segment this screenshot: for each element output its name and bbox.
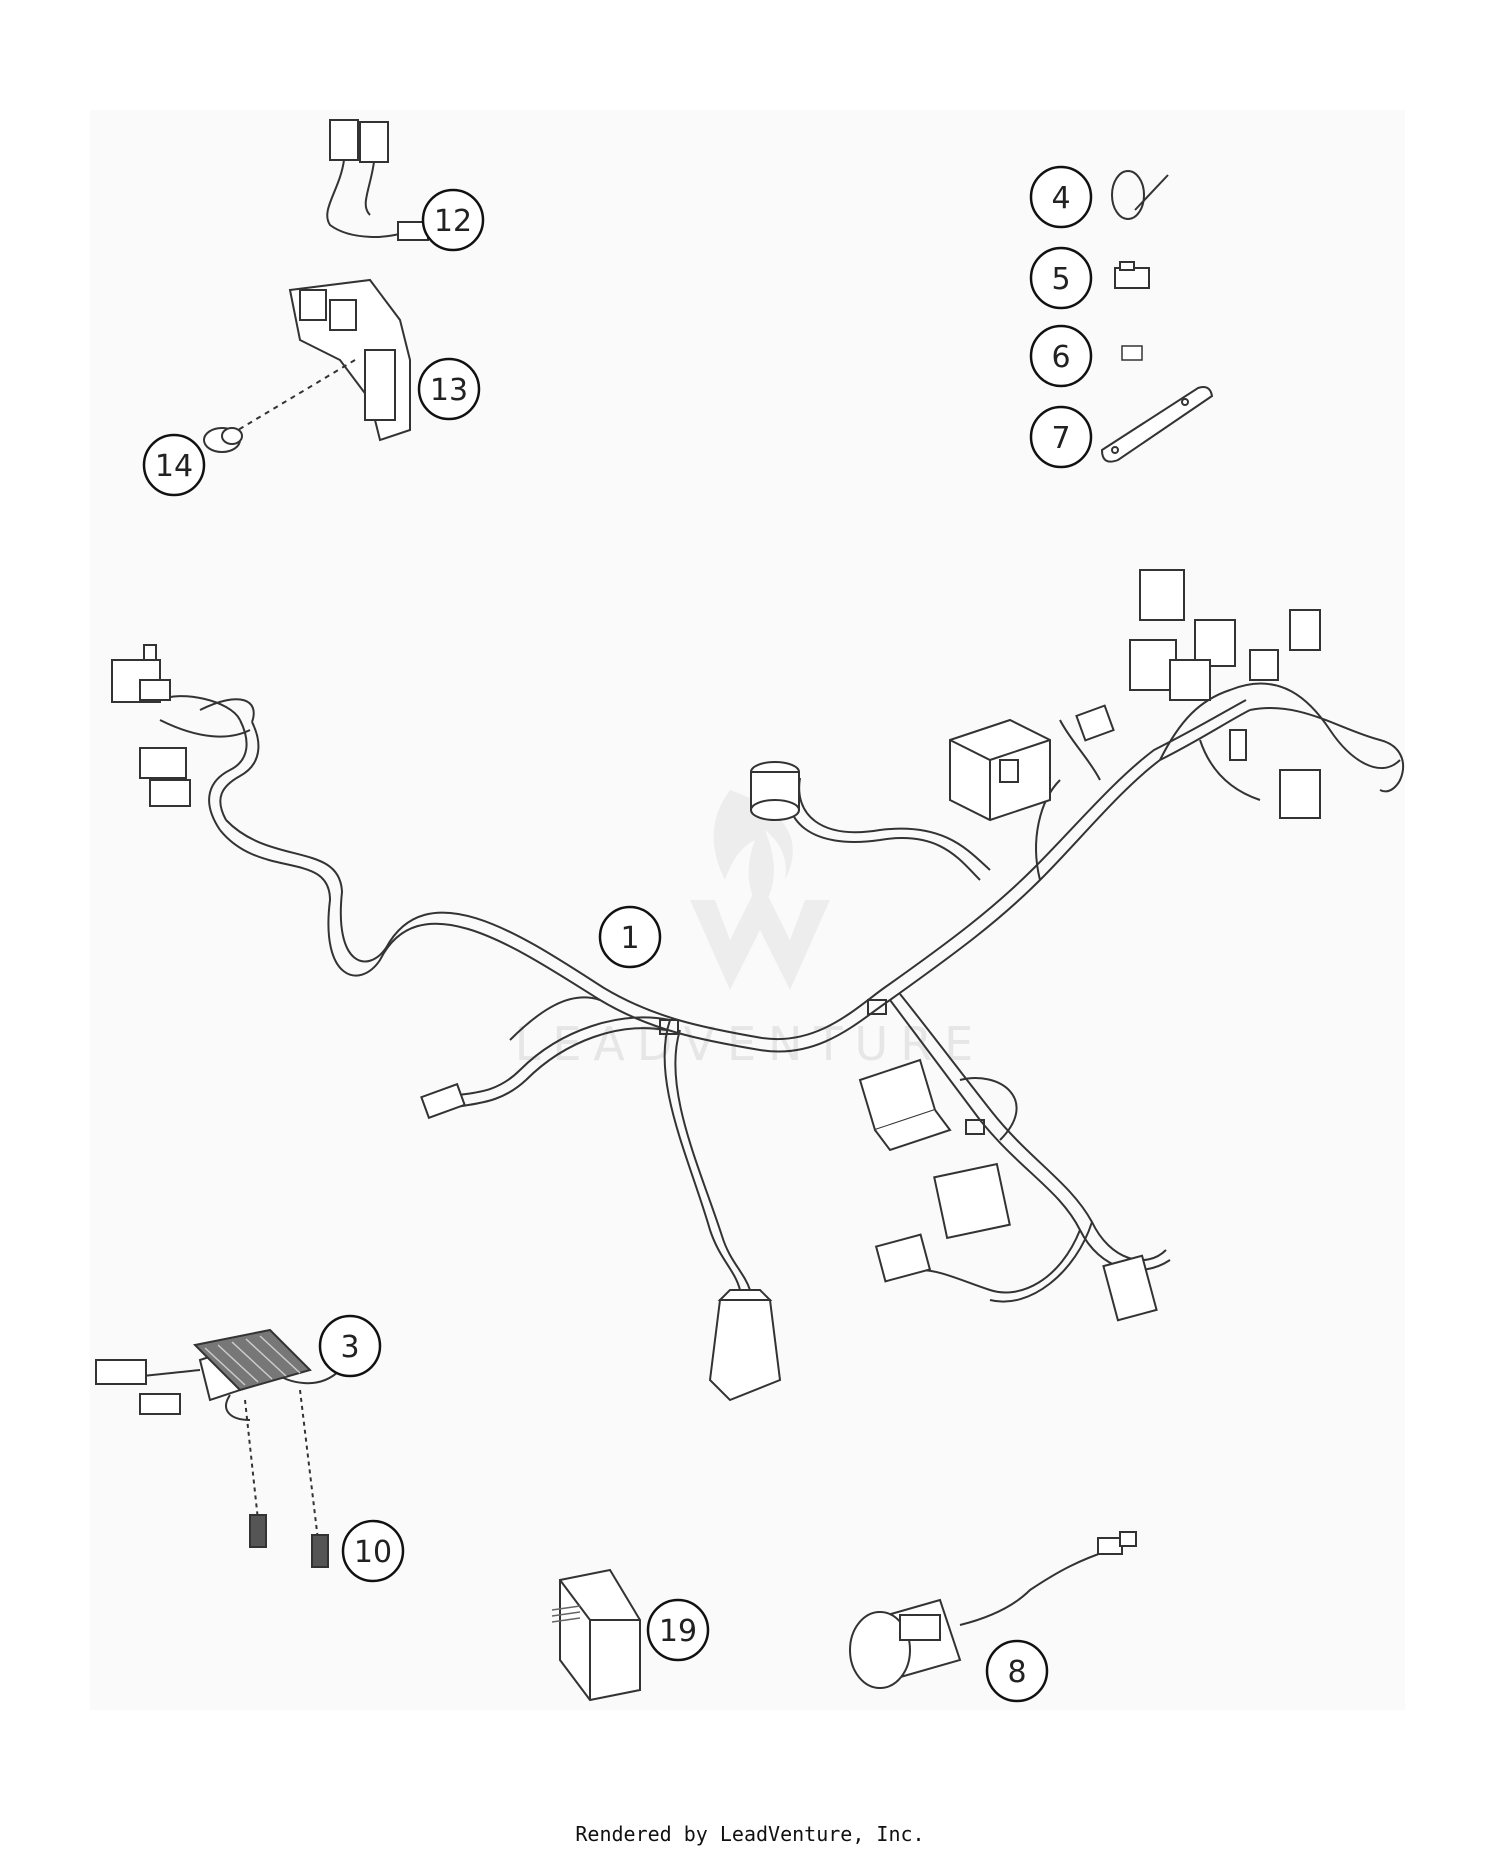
svg-text:6: 6 — [1051, 340, 1070, 375]
svg-text:8: 8 — [1007, 1655, 1026, 1690]
cover-part — [551, 1568, 641, 1702]
callouts: 1 3 4 5 6 7 8 10 — [142, 165, 1093, 1703]
callout-1: 1 — [598, 905, 662, 969]
svg-text:3: 3 — [340, 1330, 359, 1365]
strap-part — [1100, 386, 1214, 463]
cable-tie-part — [1111, 170, 1169, 220]
callout-4: 4 — [1029, 165, 1093, 229]
svg-text:10: 10 — [354, 1535, 392, 1570]
callout-3: 3 — [318, 1314, 382, 1378]
callout-13: 13 — [417, 357, 481, 421]
callout-14: 14 — [142, 433, 206, 497]
callout-8: 8 — [985, 1639, 1049, 1703]
svg-text:14: 14 — [155, 449, 193, 484]
clip-part — [1114, 261, 1150, 289]
sensor-part — [849, 1531, 1137, 1689]
connector-pigtail-part — [326, 119, 429, 241]
callout-19: 19 — [646, 1598, 710, 1662]
svg-text:4: 4 — [1051, 181, 1070, 216]
svg-text:7: 7 — [1051, 421, 1070, 456]
svg-text:1: 1 — [620, 921, 639, 956]
harness-connectors — [111, 569, 1321, 1402]
svg-text:13: 13 — [430, 373, 468, 408]
svg-text:5: 5 — [1051, 262, 1070, 297]
callout-5: 5 — [1029, 246, 1093, 310]
svg-text:12: 12 — [434, 204, 472, 239]
callout-10: 10 — [341, 1519, 405, 1583]
callout-12: 12 — [421, 188, 485, 252]
regulator-part — [95, 1328, 341, 1568]
callout-6: 6 — [1029, 324, 1093, 388]
grommet-part — [203, 427, 243, 453]
footer-credit: Rendered by LeadVenture, Inc. — [575, 1822, 925, 1846]
svg-text:19: 19 — [659, 1614, 697, 1649]
callout-7: 7 — [1029, 405, 1093, 469]
nut-part — [1121, 345, 1143, 361]
relay-holder-part — [237, 278, 411, 442]
